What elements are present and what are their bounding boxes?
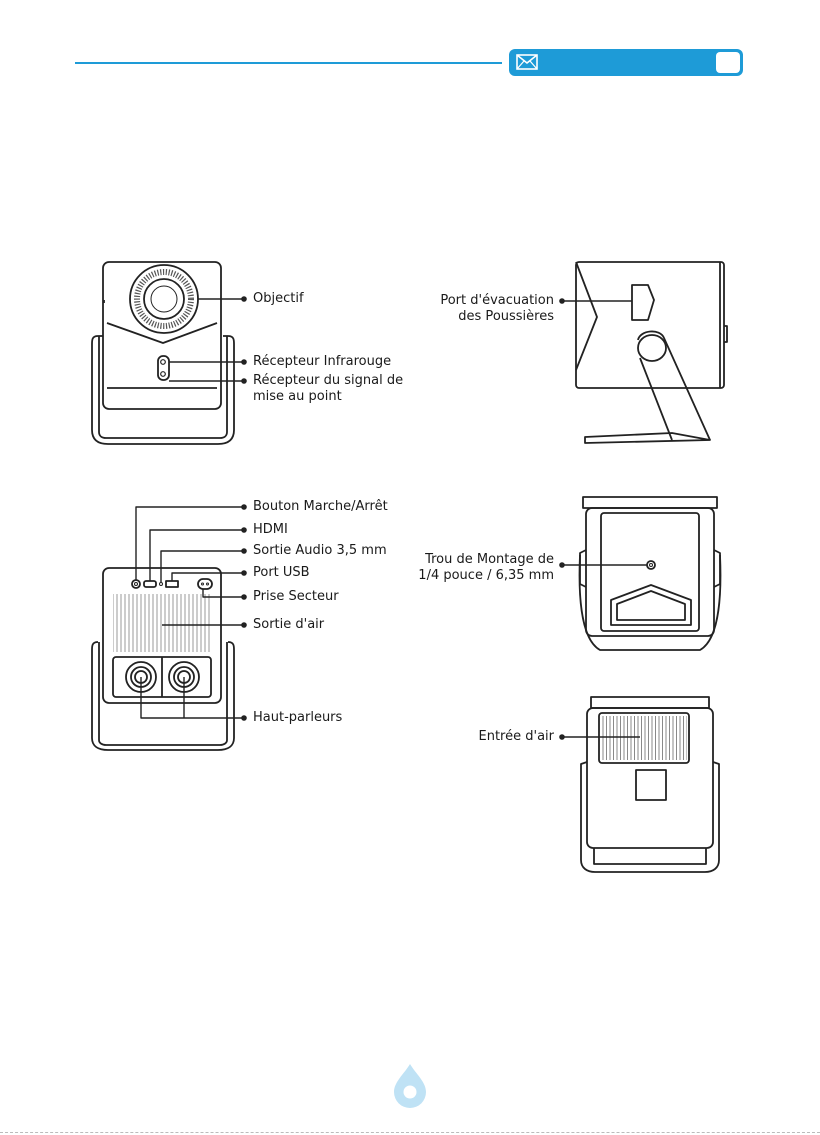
bottom-view bbox=[580, 497, 721, 650]
label-power-button: Bouton Marche/Arrêt bbox=[253, 499, 388, 515]
label-ir-receiver: Récepteur Infrarouge bbox=[253, 354, 391, 370]
label-hdmi: HDMI bbox=[253, 522, 288, 538]
label-air-out: Sortie d'air bbox=[253, 617, 324, 633]
top-view bbox=[581, 697, 719, 872]
label-dust-port-line2: des Poussières bbox=[458, 309, 554, 325]
label-audio-out: Sortie Audio 3,5 mm bbox=[253, 543, 387, 559]
label-usb: Port USB bbox=[253, 565, 310, 581]
label-air-in: Entrée d'air bbox=[479, 729, 555, 745]
label-mount-hole-line2: 1/4 pouce / 6,35 mm bbox=[418, 568, 554, 584]
front-view bbox=[92, 262, 234, 444]
label-power-socket: Prise Secteur bbox=[253, 589, 339, 605]
back-view bbox=[92, 568, 234, 750]
label-mount-hole-line1: Trou de Montage de bbox=[425, 552, 554, 568]
label-speakers: Haut-parleurs bbox=[253, 710, 342, 726]
side-view bbox=[576, 262, 727, 443]
label-focus-receiver-line2: mise au point bbox=[253, 389, 342, 405]
label-focus-receiver-line1: Récepteur du signal de bbox=[253, 373, 403, 389]
label-dust-port-line1: Port d'évacuation bbox=[440, 293, 554, 309]
callout-lines bbox=[136, 299, 647, 737]
label-lens: Objectif bbox=[253, 291, 304, 307]
bottom-rule bbox=[0, 1132, 820, 1133]
water-drop-icon bbox=[390, 1062, 430, 1112]
